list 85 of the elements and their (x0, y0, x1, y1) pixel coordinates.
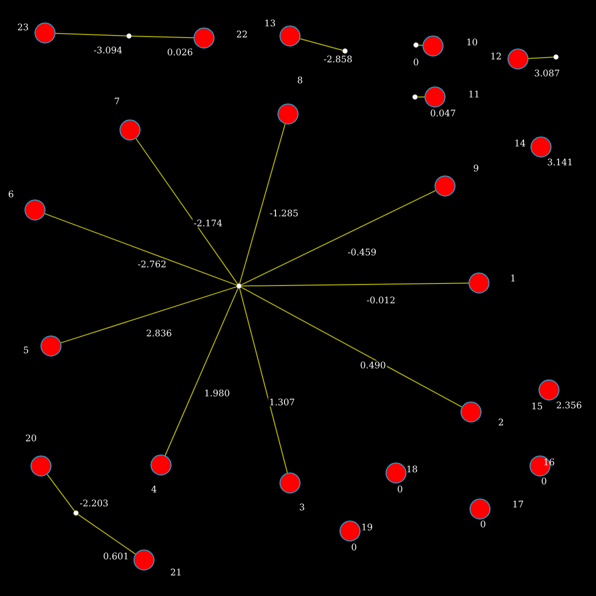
value-label: 0 (352, 544, 356, 550)
edge-line (131, 36, 194, 38)
node-number: 15 (532, 402, 542, 410)
node-circle (468, 272, 490, 294)
edge-label: -2.174 (192, 218, 224, 228)
edge-label: 2.836 (145, 328, 173, 338)
node-circle (134, 550, 154, 570)
edge-line (164, 288, 238, 456)
edge-line (240, 190, 436, 286)
node-number: 2 (498, 418, 503, 426)
node-number: 9 (474, 164, 478, 172)
value-label: 0.601 (104, 552, 128, 560)
node-number: 7 (114, 98, 120, 104)
edge-line (60, 286, 237, 344)
node-number: 16 (544, 458, 554, 466)
value-label: -2.203 (80, 500, 108, 506)
value-label: -3.094 (94, 46, 122, 54)
node-circle (424, 86, 446, 108)
node-number: 10 (467, 38, 478, 46)
value-label: 3.141 (548, 158, 572, 166)
edge-line (241, 282, 469, 286)
edge-line (44, 213, 237, 286)
node-circle (340, 520, 360, 542)
node-number: 19 (362, 524, 372, 530)
edge-label: -0.012 (366, 296, 396, 304)
edge-label: -1.285 (268, 208, 300, 218)
node-circle (422, 36, 444, 56)
node-circle (24, 200, 46, 220)
node-circle (194, 28, 214, 48)
edge-label: -2.762 (136, 260, 168, 268)
edge-line (239, 124, 286, 284)
node-circle (120, 120, 140, 140)
node-circle (278, 104, 298, 124)
value-label: 0 (542, 478, 546, 484)
edge-line (136, 138, 238, 284)
node-number: 12 (491, 52, 501, 60)
node-number: 18 (407, 466, 418, 472)
node-number: 4 (151, 486, 156, 492)
edge-label: 0.490 (359, 360, 387, 370)
edge-line (46, 474, 75, 512)
node-circle (434, 176, 456, 196)
node-circle (40, 336, 62, 356)
edge-line (239, 288, 288, 474)
node-number: 6 (8, 190, 14, 198)
node-number: 13 (265, 20, 276, 26)
node-number: 1 (511, 274, 515, 282)
node-number: 23 (18, 24, 28, 30)
edge-line (55, 32, 127, 36)
value-label: 2.356 (556, 402, 582, 408)
node-number: 8 (298, 76, 302, 84)
node-circle (470, 498, 490, 520)
node-number: 20 (26, 434, 36, 442)
node-circle (34, 22, 56, 44)
value-label: 0 (398, 486, 402, 492)
node-circle (530, 136, 552, 158)
node-circle (386, 462, 406, 484)
node-number: 21 (170, 568, 180, 576)
edge-line (528, 56, 554, 59)
node-circle (460, 402, 482, 422)
node-number: 5 (24, 346, 28, 354)
edge-line (240, 286, 462, 408)
node-circle (538, 380, 560, 400)
node-number: 11 (469, 90, 478, 98)
edge-line (300, 38, 343, 51)
value-label: 3.087 (534, 70, 560, 76)
node-circle (30, 456, 52, 476)
edge-label: -0.459 (346, 248, 378, 256)
value-label: 0.026 (168, 48, 192, 56)
value-label: 0.047 (430, 110, 456, 116)
edge-line (78, 514, 136, 555)
node-circle (280, 26, 300, 46)
value-label: 0 (480, 520, 486, 528)
edge-label: 1.307 (268, 398, 296, 406)
value-label: -2.858 (324, 56, 352, 62)
node-circle (150, 454, 172, 476)
value-label: 0 (414, 58, 418, 66)
edge-label: 1.980 (203, 388, 231, 398)
node-number: 3 (300, 504, 304, 510)
node-number: 17 (513, 500, 524, 508)
node-number: 22 (236, 30, 247, 38)
node-circle (280, 472, 300, 494)
edge-line (417, 96, 425, 98)
node-circle (508, 48, 528, 70)
edge-line (418, 44, 424, 46)
node-number: 14 (515, 140, 526, 146)
